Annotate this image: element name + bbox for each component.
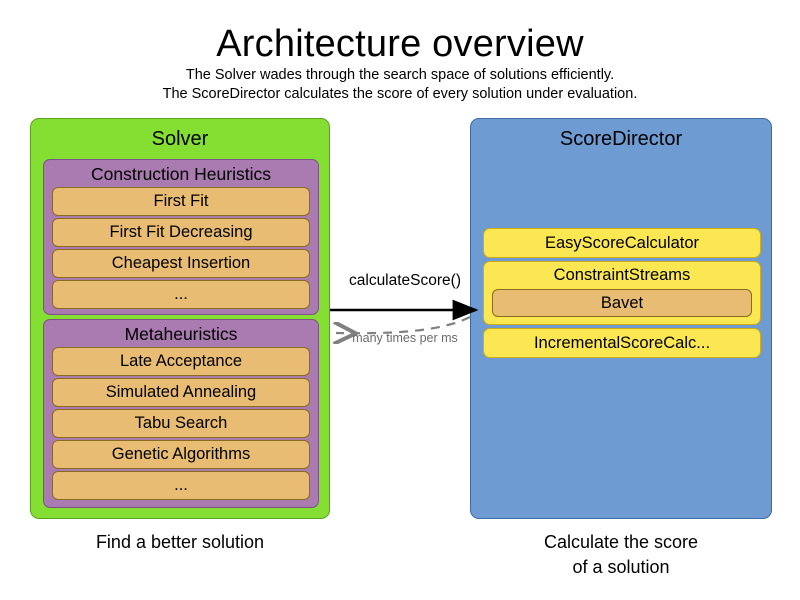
group-construction-heuristics: Construction Heuristics First Fit First …	[43, 159, 319, 315]
construction-heuristics-list: First Fit First Fit Decreasing Cheapest …	[44, 187, 318, 315]
page-title: Architecture overview	[216, 23, 584, 65]
subtitle-line-2: The ScoreDirector calculates the score o…	[162, 86, 638, 102]
nested-item-bavet[interactable]: Bavet	[492, 289, 752, 317]
score-calculator-list: EasyScoreCalculator ConstraintStreams Ba…	[483, 228, 761, 361]
calculator-label: ConstraintStreams	[553, 266, 691, 284]
solver-panel-title: Solver	[151, 128, 209, 150]
solver-panel: Solver Construction Heuristics First Fit…	[30, 118, 330, 519]
arrow-label-many-times-per-ms: many times per ms	[352, 331, 458, 345]
group-title-construction-heuristics: Construction Heuristics	[91, 164, 271, 184]
score-director-panel-title: ScoreDirector	[559, 128, 683, 150]
subtitle-line-1: The Solver wades through the search spac…	[185, 67, 615, 83]
list-item[interactable]: Tabu Search	[52, 409, 310, 438]
list-item[interactable]: Late Acceptance	[52, 347, 310, 376]
caption-score-director: Calculate the score of a solution	[470, 530, 772, 580]
metaheuristics-list: Late Acceptance Simulated Annealing Tabu…	[44, 347, 318, 506]
list-item[interactable]: First Fit	[52, 187, 310, 216]
list-item[interactable]: ...	[52, 471, 310, 500]
caption-solver: Find a better solution	[30, 530, 330, 555]
list-item[interactable]: ...	[52, 280, 310, 309]
list-item[interactable]: Genetic Algorithms	[52, 440, 310, 469]
caption-score-director-line-2: of a solution	[572, 557, 670, 577]
group-title-metaheuristics: Metaheuristics	[124, 324, 238, 344]
list-item[interactable]: Simulated Annealing	[52, 378, 310, 407]
group-metaheuristics: Metaheuristics Late Acceptance Simulated…	[43, 319, 319, 508]
diagram-header: Architecture overview The Solver wades t…	[0, 22, 800, 104]
list-item[interactable]: ConstraintStreams Bavet	[483, 261, 761, 325]
caption-score-director-line-1: Calculate the score	[543, 532, 699, 552]
score-director-panel: ScoreDirector EasyScoreCalculator Constr…	[470, 118, 772, 519]
list-item[interactable]: EasyScoreCalculator	[483, 228, 761, 258]
caption-solver-line-1: Find a better solution	[95, 532, 265, 552]
list-item[interactable]: IncrementalScoreCalc...	[483, 328, 761, 358]
arrow-label-calculate-score: calculateScore()	[349, 272, 461, 289]
list-item[interactable]: Cheapest Insertion	[52, 249, 310, 278]
list-item[interactable]: First Fit Decreasing	[52, 218, 310, 247]
